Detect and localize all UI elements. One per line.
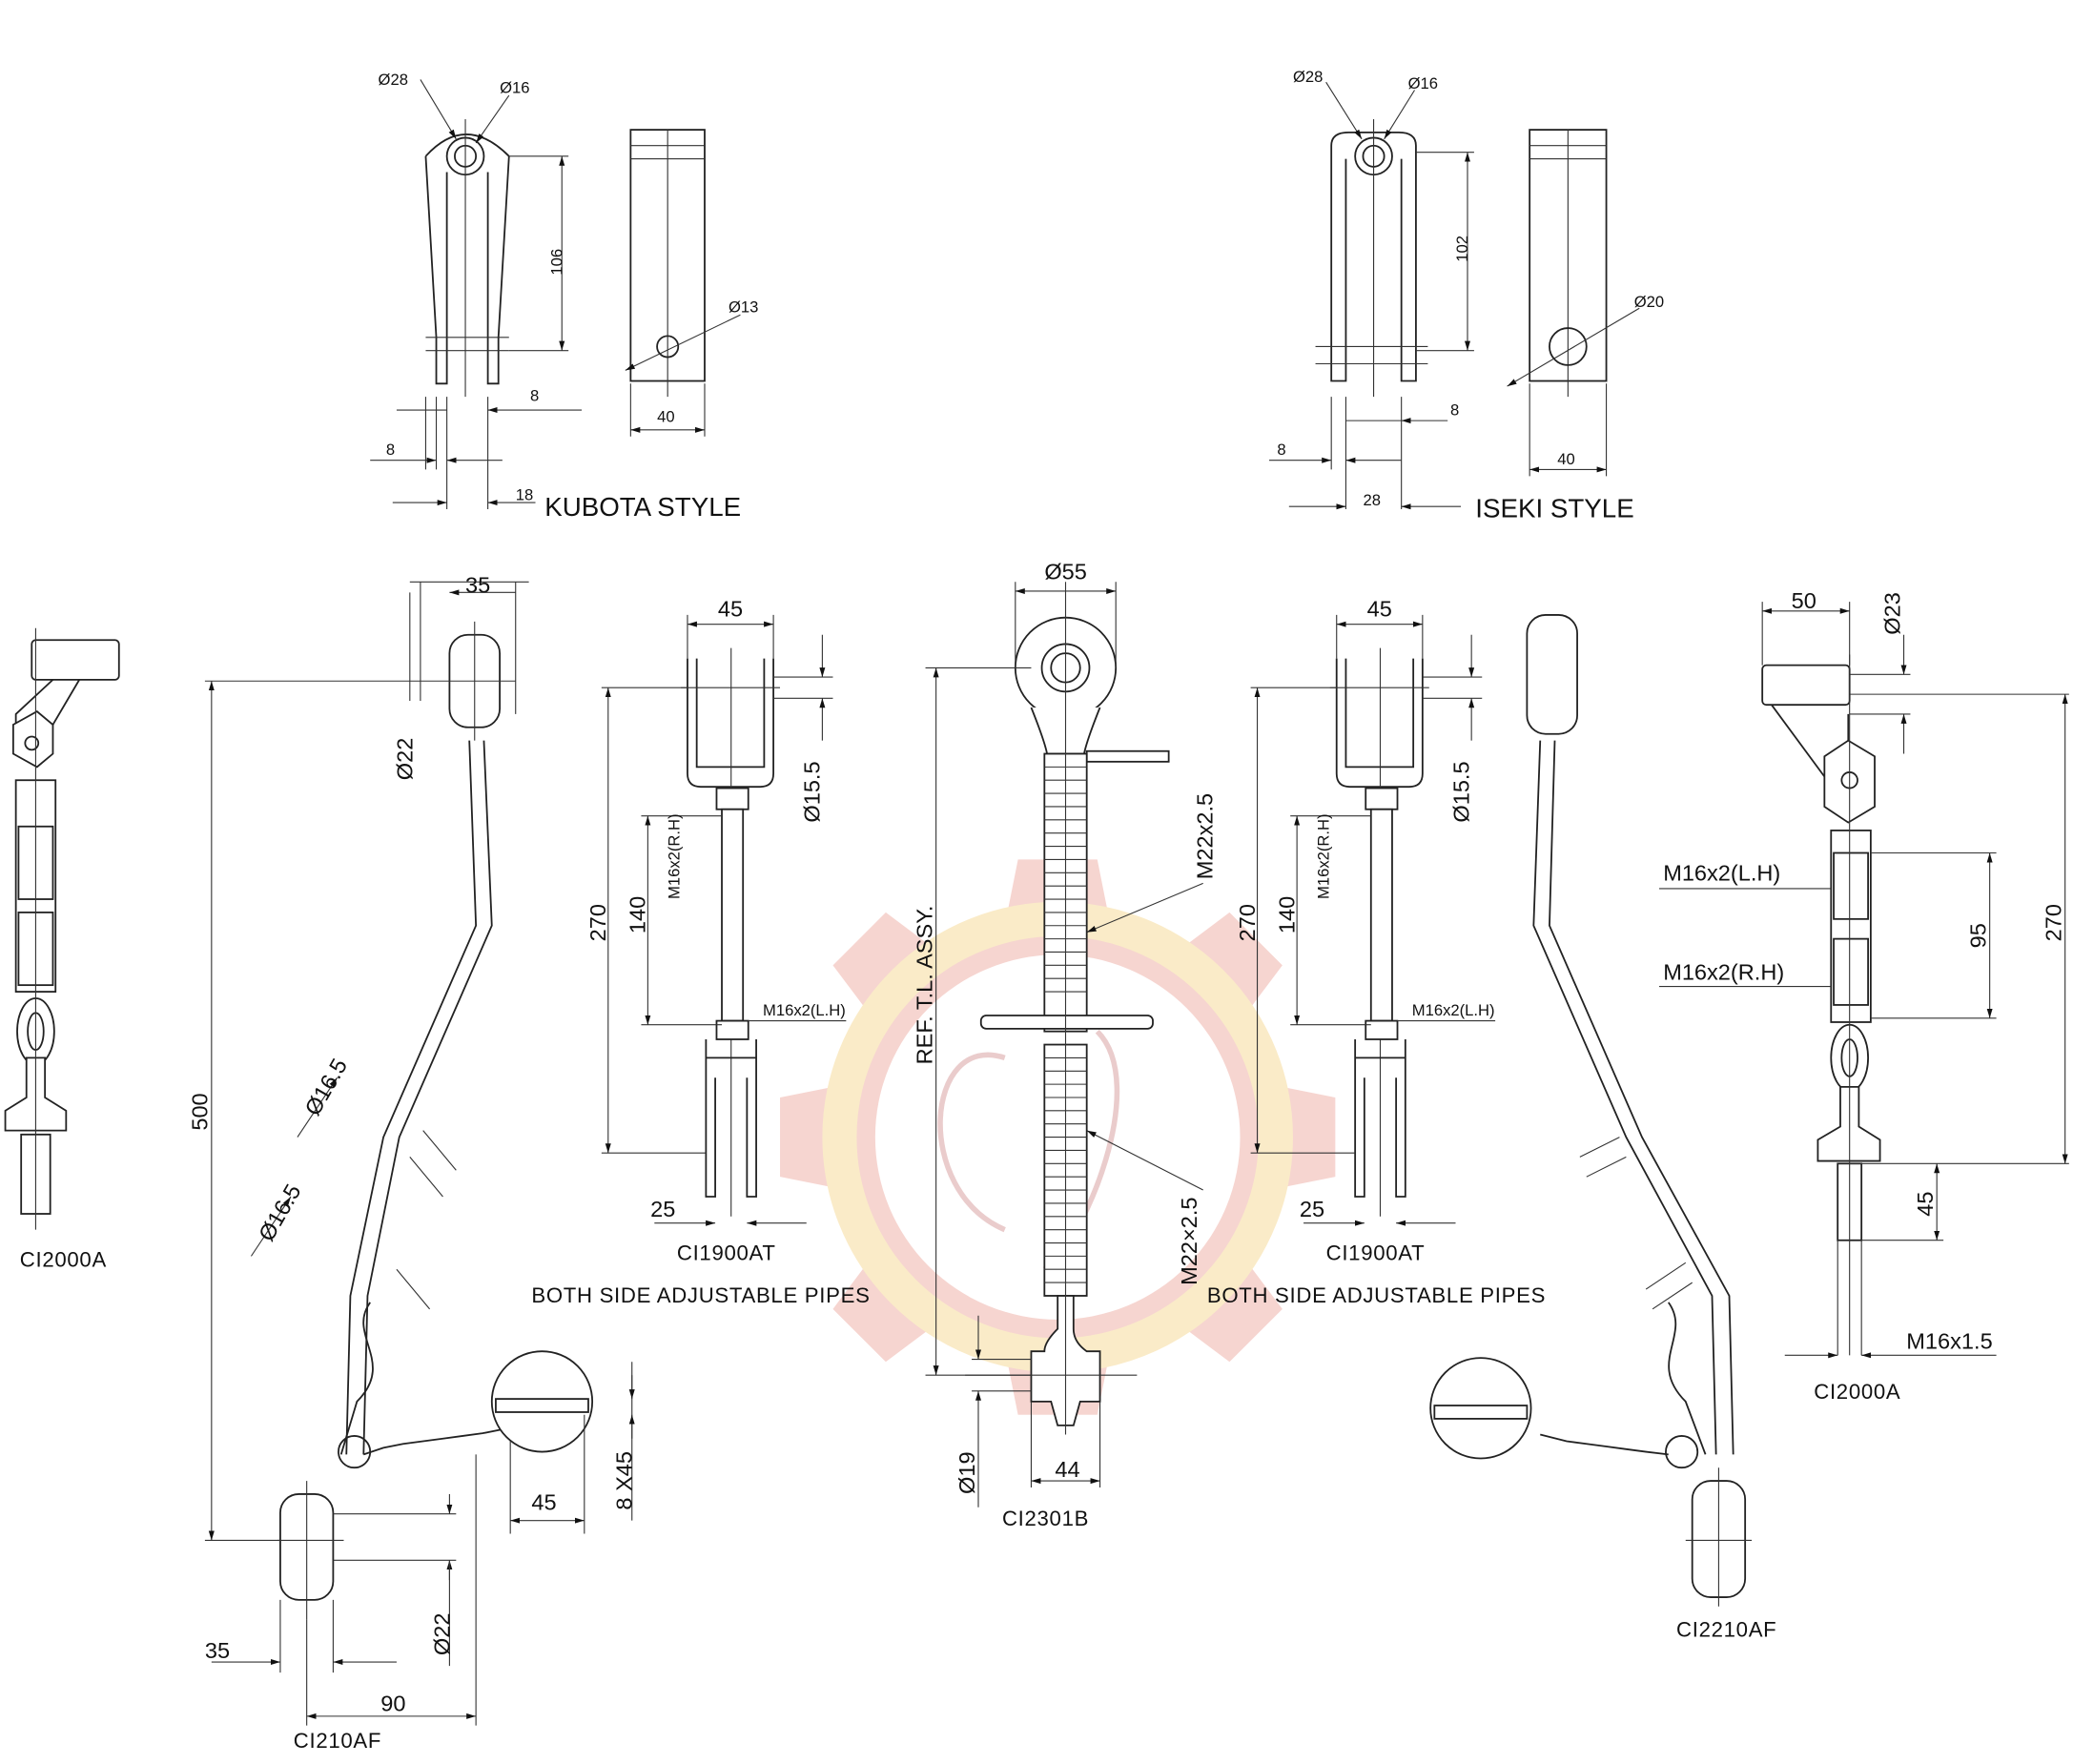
ci1900at-right-fork-width: 45 (1367, 596, 1392, 621)
ci2000a-right-end-thread: M16x1.5 (1906, 1328, 1992, 1353)
kubota-style-drawing: Ø28 Ø16 106 Ø13 8 40 8 18 KUBOTA STYLE (370, 71, 758, 522)
iseki-width: 40 (1557, 450, 1575, 468)
iseki-total: 28 (1363, 491, 1381, 509)
ci2000a-right-thread-rh: M16x2(R.H) (1663, 960, 1784, 985)
kubota-hole-dia: Ø13 (729, 297, 758, 316)
ci2000a-left-drawing: CI2000A (4, 627, 120, 1271)
ci210af-top-dia: Ø22 (393, 738, 418, 781)
ci1900at-left-fork-width: 45 (718, 596, 743, 621)
iseki-inner-dia: Ø16 (1408, 74, 1438, 92)
ci2000a-left-label: CI2000A (20, 1247, 107, 1271)
ci2301b-drawing: Ø55 REF. T.L. ASSY. M22x2.5 M22×2.5 Ø19 … (912, 559, 1217, 1530)
kubota-total: 18 (516, 485, 534, 503)
ci1900at-right-pin-dia: Ø15.5 (1448, 761, 1473, 822)
ci2301b-label: CI2301B (1002, 1507, 1089, 1530)
ci1900at-right-drawing: 45 270 140 M16x2(R.H) Ø15.5 M16x2(L.H) 2… (1207, 596, 1546, 1307)
ci210af-offset: 90 (380, 1691, 405, 1715)
ci2210af-drawing: CI2210AF (1429, 614, 1776, 1642)
kubota-side: 8 (386, 441, 395, 459)
ci1900at-left-label: CI1900AT (677, 1241, 776, 1265)
ci1900at-right-adjust: 140 (1274, 896, 1299, 933)
ci210af-rod-dia-2: Ø16.5 (254, 1179, 306, 1245)
ci2000a-right-end-length: 45 (1913, 1192, 1938, 1217)
ci1900at-left-pin-dia: Ø15.5 (800, 761, 825, 822)
ci1900at-left-drawing: 45 270 140 M16x2(R.H) Ø15.5 M16x2(L.H) 2… (531, 596, 870, 1307)
ci1900at-right-slot: 25 (1300, 1197, 1324, 1221)
ci210af-pin-length: 45 (531, 1490, 556, 1515)
ci210af-label: CI210AF (294, 1729, 381, 1753)
ci2301b-end-dia: Ø19 (954, 1451, 979, 1494)
iseki-hole-dia: Ø20 (1634, 293, 1664, 311)
ci1900at-left-thread-lh: M16x2(L.H) (763, 1001, 846, 1019)
ci210af-bottom-dia: Ø22 (429, 1613, 454, 1656)
kubota-outer-dia: Ø28 (379, 71, 408, 89)
ci1900at-left-adjust: 140 (626, 896, 650, 933)
iseki-style-drawing: Ø28 Ø16 102 Ø20 8 40 8 28 ISEKI STYLE (1269, 68, 1664, 523)
ci210af-drawing: 35 Ø22 500 Ø16.5 Ø16.5 45 8 X45 Ø22 35 9… (188, 572, 637, 1753)
kubota-style-title: KUBOTA STYLE (544, 492, 741, 522)
ci1900at-left-note: BOTH SIDE ADJUSTABLE PIPES (531, 1283, 870, 1307)
ci2210af-label: CI2210AF (1676, 1618, 1776, 1642)
ci210af-rod-dia-1: Ø16.5 (300, 1055, 353, 1120)
ci2000a-right-thread-lh: M16x2(L.H) (1663, 861, 1780, 886)
ci2301b-ref: REF. T.L. ASSY. (912, 906, 936, 1065)
ci1900at-left-length: 270 (585, 904, 610, 941)
ci1900at-left-thread-rh: M16x2(R.H) (666, 813, 684, 899)
ci2301b-thread-bottom: M22×2.5 (1177, 1198, 1201, 1285)
kubota-width: 40 (657, 408, 674, 426)
kubota-height: 106 (547, 249, 565, 276)
ci1900at-left-slot: 25 (650, 1197, 675, 1221)
ci210af-length: 500 (188, 1093, 213, 1130)
ci2000a-right-length: 270 (2042, 904, 2066, 941)
ci2301b-ball-dia: Ø55 (1044, 559, 1087, 584)
ci2000a-right-drawing: 50 Ø23 M16x2(L.H) M16x2(R.H) 95 270 45 M… (1659, 588, 2069, 1404)
ci2000a-right-label: CI2000A (1814, 1380, 1900, 1404)
iseki-slot: 8 (1450, 401, 1459, 420)
iseki-height: 102 (1453, 236, 1471, 262)
ci2301b-thread-top: M22x2.5 (1192, 793, 1217, 879)
ci2000a-right-block-width: 50 (1792, 588, 1816, 613)
ci210af-pin-spec: 8 X45 (612, 1451, 637, 1510)
ci2000a-right-block-dia: Ø23 (1879, 592, 1904, 635)
ci2301b-end-width: 44 (1055, 1457, 1079, 1482)
ci2000a-right-adjust: 95 (1965, 923, 1990, 948)
ci1900at-right-note: BOTH SIDE ADJUSTABLE PIPES (1207, 1283, 1546, 1307)
ci1900at-right-thread-lh: M16x2(L.H) (1412, 1001, 1495, 1019)
ci1900at-right-length: 270 (1235, 904, 1260, 941)
kubota-slot: 8 (530, 386, 539, 404)
iseki-side: 8 (1277, 441, 1285, 459)
kubota-inner-dia: Ø16 (500, 78, 529, 96)
iseki-style-title: ISEKI STYLE (1475, 493, 1633, 523)
ci1900at-right-thread-rh: M16x2(R.H) (1314, 813, 1332, 899)
ci210af-bottom-width: 35 (205, 1638, 230, 1663)
ci1900at-right-label: CI1900AT (1326, 1241, 1426, 1265)
ci210af-top-width: 35 (465, 572, 490, 597)
iseki-outer-dia: Ø28 (1293, 68, 1323, 86)
